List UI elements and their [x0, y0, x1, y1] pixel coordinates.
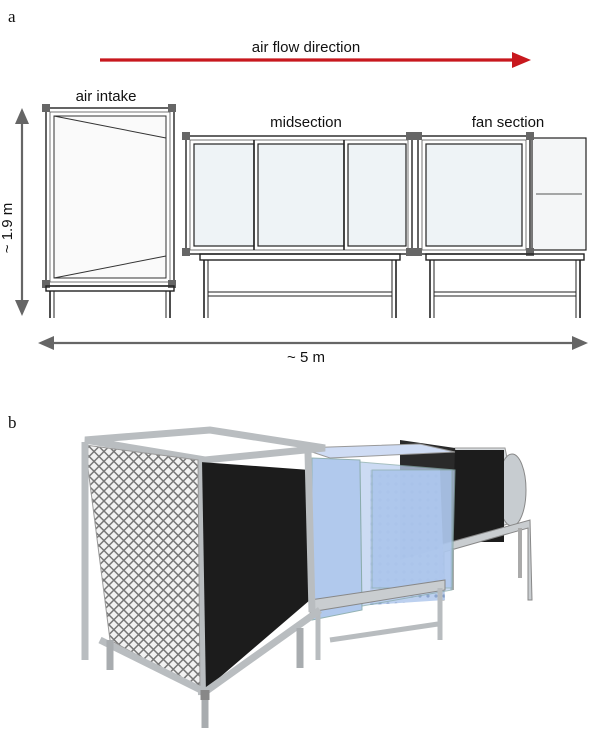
air-intake-label: air intake [76, 88, 137, 105]
midsection-unit [182, 132, 414, 318]
air-intake-unit [42, 104, 176, 318]
air-flow-arrow [100, 52, 531, 68]
length-label: ~ 5 m [287, 349, 325, 366]
panel-a-letter: a [8, 7, 16, 26]
midsection-3d [299, 443, 456, 660]
panel-b-letter: b [8, 413, 17, 432]
flow-direction-label: air flow direction [252, 39, 360, 56]
render-3d [81, 426, 533, 728]
fan-section-label: fan section [472, 114, 545, 131]
air-intake-3d [81, 426, 326, 728]
height-dimension-arrow [15, 108, 29, 316]
fan-section-unit [414, 132, 587, 318]
length-dimension-arrow [38, 336, 588, 350]
height-label: ~ 1.9 m [0, 203, 16, 253]
midsection-label: midsection [270, 114, 342, 131]
